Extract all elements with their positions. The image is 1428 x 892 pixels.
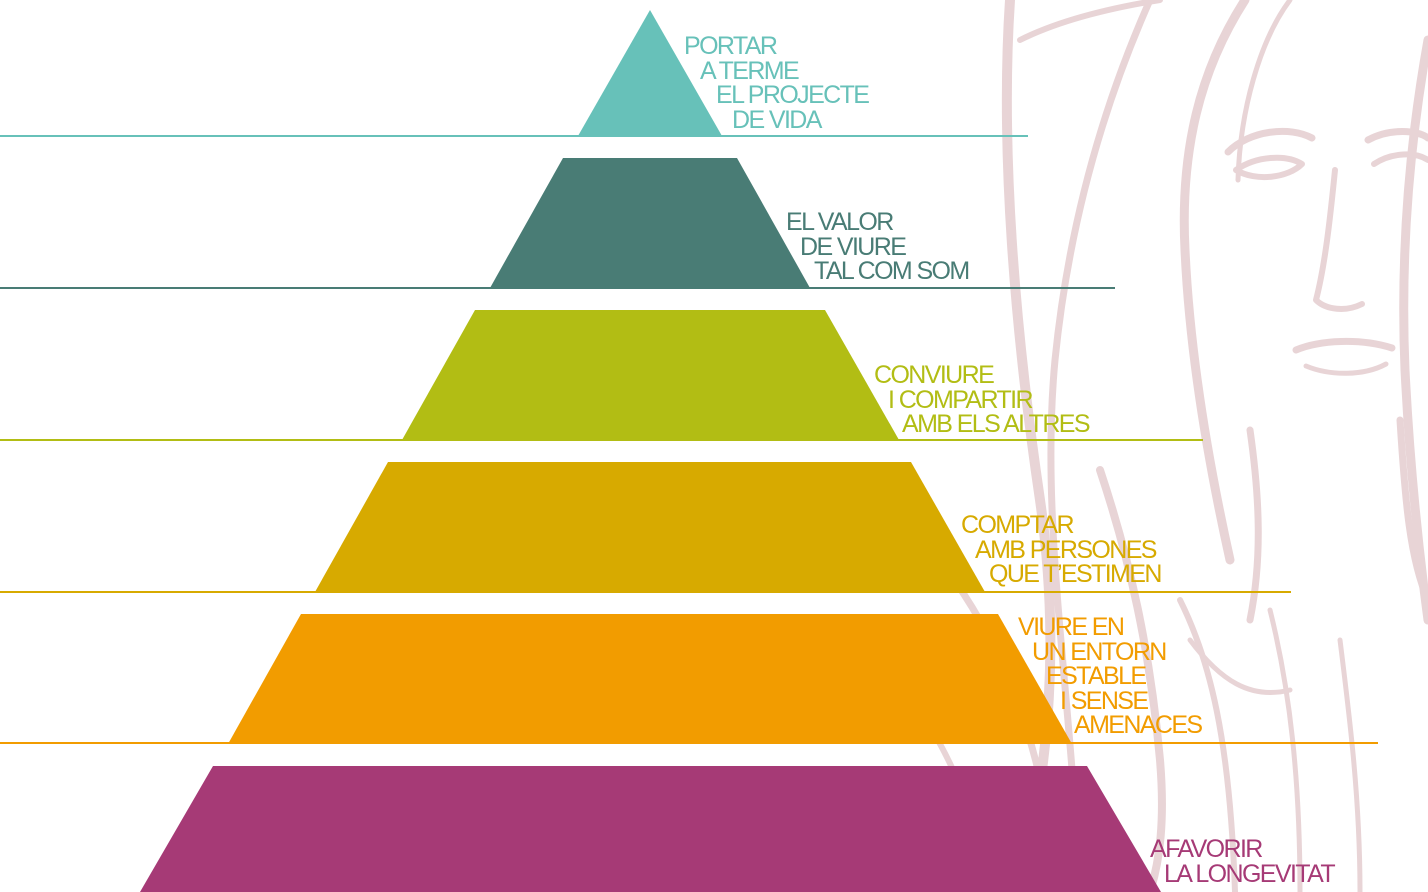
pyramid-tier-portar-a-terme-el-projecte-de-vida bbox=[578, 10, 722, 136]
pyramid-label-line: TAL COM SOM bbox=[814, 257, 970, 285]
pyramid-label-line: A TERME bbox=[700, 56, 800, 85]
pyramid-label-line: UN ENTORN bbox=[1032, 637, 1167, 666]
pyramid-label-line: PORTAR bbox=[684, 32, 778, 60]
pyramid-tier-comptar-amb-persones-que-t-estimen bbox=[315, 462, 985, 592]
pyramid-label-line: COMPTAR bbox=[961, 511, 1075, 539]
pyramid-label-line: AMB PERSONES bbox=[975, 535, 1157, 564]
pyramid-tier-conviure-i-compartir-amb-els-altres bbox=[402, 310, 899, 440]
pyramid-label-line: AMB ELS ALTRES bbox=[902, 410, 1091, 438]
pyramid-label-line: EL PROJECTE bbox=[716, 81, 870, 109]
pyramid-tier-el-valor-de-viure-tal-com-som bbox=[490, 158, 810, 288]
pyramid-label-line: AFAVORIR bbox=[1150, 835, 1263, 863]
pyramid-label-line: I SENSE bbox=[1060, 686, 1149, 715]
pyramid-label-line: AMENACES bbox=[1074, 711, 1203, 739]
pyramid-label-line: LA LONGEVITAT bbox=[1164, 859, 1336, 888]
pyramid-tier-afavorir-la-longevitat bbox=[140, 766, 1161, 892]
pyramid-tier-viure-en-un-entorn-estable-i-sense-amenaces bbox=[228, 614, 1072, 744]
pyramid-label-line: QUE T’ESTIMEN bbox=[989, 560, 1162, 588]
pyramid-label-line: DE VIDA bbox=[732, 105, 822, 134]
pyramid-label-line: DE VIURE bbox=[800, 232, 907, 261]
pyramid-label-line: VIURE EN bbox=[1018, 613, 1125, 641]
pyramid-label-line: I COMPARTIR bbox=[888, 385, 1034, 414]
pyramid-label-line: ESTABLE bbox=[1046, 662, 1147, 690]
pyramid-label-line: CONVIURE bbox=[874, 361, 995, 389]
pyramid-label-line: EL VALOR bbox=[786, 208, 894, 236]
